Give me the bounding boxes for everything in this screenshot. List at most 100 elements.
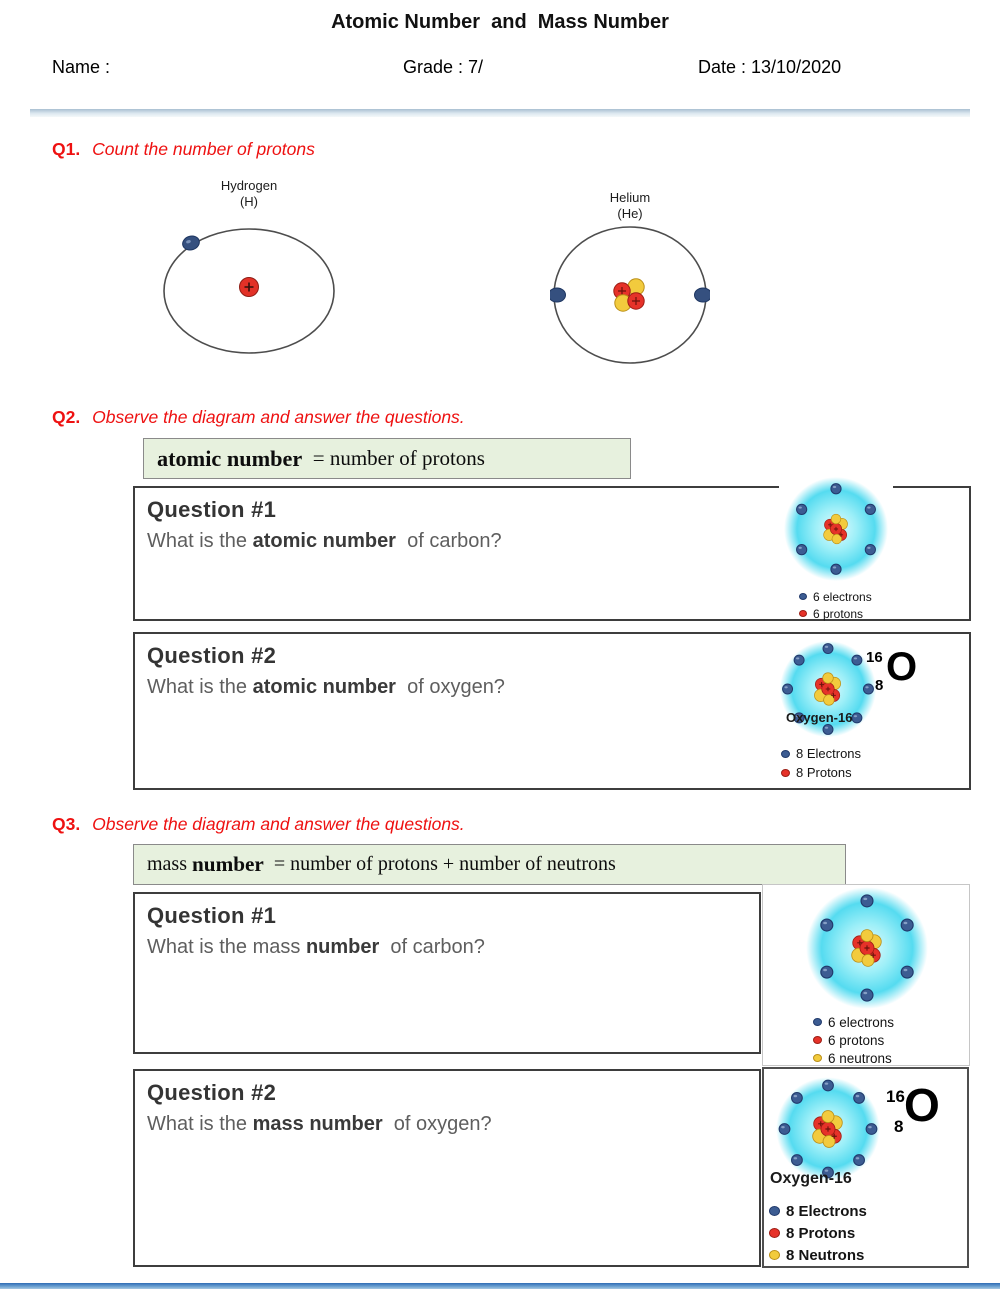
electron-icon — [182, 235, 200, 251]
carbon-atom-image — [806, 887, 928, 1009]
legend-label: 8 Neutrons — [786, 1246, 865, 1264]
q3-question1-box: Question #1 What is the mass number of c… — [133, 892, 761, 1054]
electron-icon — [694, 287, 710, 303]
legend-row: 6 electrons — [813, 1013, 894, 1031]
isotope-atomic-number: 8 — [875, 677, 884, 694]
hydrogen-symbol: (H) — [239, 194, 259, 209]
proton-dot-icon — [769, 1228, 780, 1238]
electron-dot-icon — [769, 1206, 780, 1216]
legend-row: 8 Neutrons — [769, 1244, 867, 1266]
isotope-mass-number: 16 — [866, 649, 883, 666]
oxygen-atom-image — [776, 1077, 880, 1181]
q3-question2-box: Question #2 What is the mass number of o… — [133, 1069, 761, 1267]
electron-dot-icon — [813, 1018, 822, 1026]
q1-label: Q1. — [52, 139, 81, 159]
legend-row: 8 Protons — [781, 763, 861, 782]
legend-label: 6 protons — [828, 1032, 885, 1048]
proton-dot-icon — [799, 610, 807, 617]
header-divider — [30, 109, 970, 117]
legend-row: 8 Electrons — [769, 1200, 867, 1222]
question-text-prefix: What is the — [147, 1113, 253, 1135]
oxygen-atom-image — [772, 637, 884, 741]
isotope-mass-number: 16 — [886, 1087, 905, 1106]
legend-row: 8 Electrons — [781, 744, 861, 763]
isotope-name: Oxygen-16 — [786, 710, 853, 725]
definition-pre: mass — [147, 853, 192, 875]
question-text-prefix: What is the mass — [147, 936, 306, 958]
q2-label: Q2. — [52, 407, 81, 427]
question-text: What is the mass number of oxygen? — [147, 1113, 747, 1136]
legend-row: 8 Protons — [769, 1222, 867, 1244]
question-text-prefix: What is the — [147, 530, 253, 552]
electron-dot-icon — [799, 593, 807, 600]
question-text: What is the atomic number of carbon? — [147, 530, 957, 553]
definition-body: = number of protons — [302, 446, 485, 470]
question-text-bold: mass number — [252, 1113, 383, 1135]
definition-term: atomic number — [157, 445, 303, 471]
grade-label: Grade : 7/ — [403, 57, 484, 77]
question-text: What is the atomic number of oxygen? — [147, 676, 957, 699]
neutron-dot-icon — [769, 1250, 780, 1260]
element-symbol: O — [904, 1079, 940, 1131]
question-heading: Question #2 — [147, 643, 277, 668]
page-title: Atomic Number and Mass Number — [331, 11, 669, 33]
definition-term: number — [192, 852, 264, 876]
q3-label: Q3. — [52, 814, 81, 834]
question-text: What is the mass number of carbon? — [147, 936, 747, 959]
question-text-suffix: of carbon? — [395, 530, 502, 552]
q1-heading-line: Q1. Count the number of protons — [52, 139, 315, 160]
legend-label: 8 Protons — [786, 1224, 856, 1242]
definition-body: = number of protons + number of neutrons — [263, 853, 616, 875]
legend-label: 6 neutrons — [828, 1050, 892, 1066]
neutron-dot-icon — [813, 1054, 822, 1062]
q3-prompt: Observe the diagram and answer the quest… — [92, 814, 465, 834]
legend-label: 6 electrons — [813, 589, 872, 604]
oxygen-atom-panel: 16 8 O Oxygen-16 8 Electrons 8 Protons 8… — [762, 1067, 969, 1268]
question-heading: Question #2 — [147, 1080, 277, 1105]
atomic-number-definition: atomic number = number of protons — [143, 438, 631, 479]
q3-heading-line: Q3. Observe the diagram and answer the q… — [52, 814, 465, 835]
oxygen-mass-legend: 8 Electrons 8 Protons 8 Neutrons — [769, 1200, 867, 1266]
legend-row: 6 protons — [799, 605, 872, 622]
legend-row: 6 electrons — [799, 588, 872, 605]
hydrogen-caption: Hydrogen (H) — [161, 178, 337, 210]
q2-prompt: Observe the diagram and answer the quest… — [92, 407, 465, 427]
q1-prompt: Count the number of protons — [92, 139, 315, 159]
question-heading: Question #1 — [147, 497, 277, 522]
bottom-rule — [0, 1283, 1000, 1289]
isotope-name: Oxygen-16 — [770, 1170, 852, 1187]
carbon-atomic-legend: 6 electrons 6 protons — [799, 588, 872, 622]
date-label: Date : 13/10/2020 — [698, 57, 842, 77]
legend-label: 6 protons — [813, 606, 864, 621]
question-text-suffix: of oxygen? — [382, 1113, 492, 1135]
electron-dot-icon — [781, 749, 790, 758]
legend-row: 6 neutrons — [813, 1049, 894, 1067]
helium-caption: Helium (He) — [550, 190, 710, 222]
legend-row: 6 protons — [813, 1031, 894, 1049]
legend-label: 6 electrons — [828, 1014, 895, 1030]
isotope-atomic-number: 8 — [894, 1117, 904, 1136]
carbon-atom-image — [779, 476, 893, 582]
electron-icon — [550, 287, 566, 303]
mass-number-definition: mass number = number of protons + number… — [133, 844, 846, 885]
question-text-suffix: of oxygen? — [395, 676, 505, 698]
q2-heading-line: Q2. Observe the diagram and answer the q… — [52, 407, 465, 428]
question-text-prefix: What is the — [147, 676, 253, 698]
question-text-bold: atomic number — [252, 676, 396, 698]
name-label: Name : — [52, 57, 111, 77]
hydrogen-atom-diagram — [163, 228, 335, 354]
element-symbol: O — [886, 645, 918, 689]
carbon-atom-panel: 6 electrons 6 protons 6 neutrons — [762, 884, 970, 1066]
helium-atom-diagram — [550, 226, 710, 364]
legend-label: 8 Electrons — [786, 1202, 867, 1220]
hydrogen-name: Hydrogen — [220, 178, 278, 193]
question-text-suffix: of carbon? — [379, 936, 485, 958]
proton-dot-icon — [813, 1036, 822, 1044]
proton-dot-icon — [781, 768, 790, 777]
legend-label: 8 Protons — [796, 765, 852, 780]
helium-symbol: (He) — [617, 206, 643, 221]
helium-name: Helium — [609, 190, 651, 205]
legend-label: 8 Electrons — [796, 746, 862, 761]
question-text-bold: atomic number — [252, 530, 396, 552]
question-heading: Question #1 — [147, 903, 277, 928]
